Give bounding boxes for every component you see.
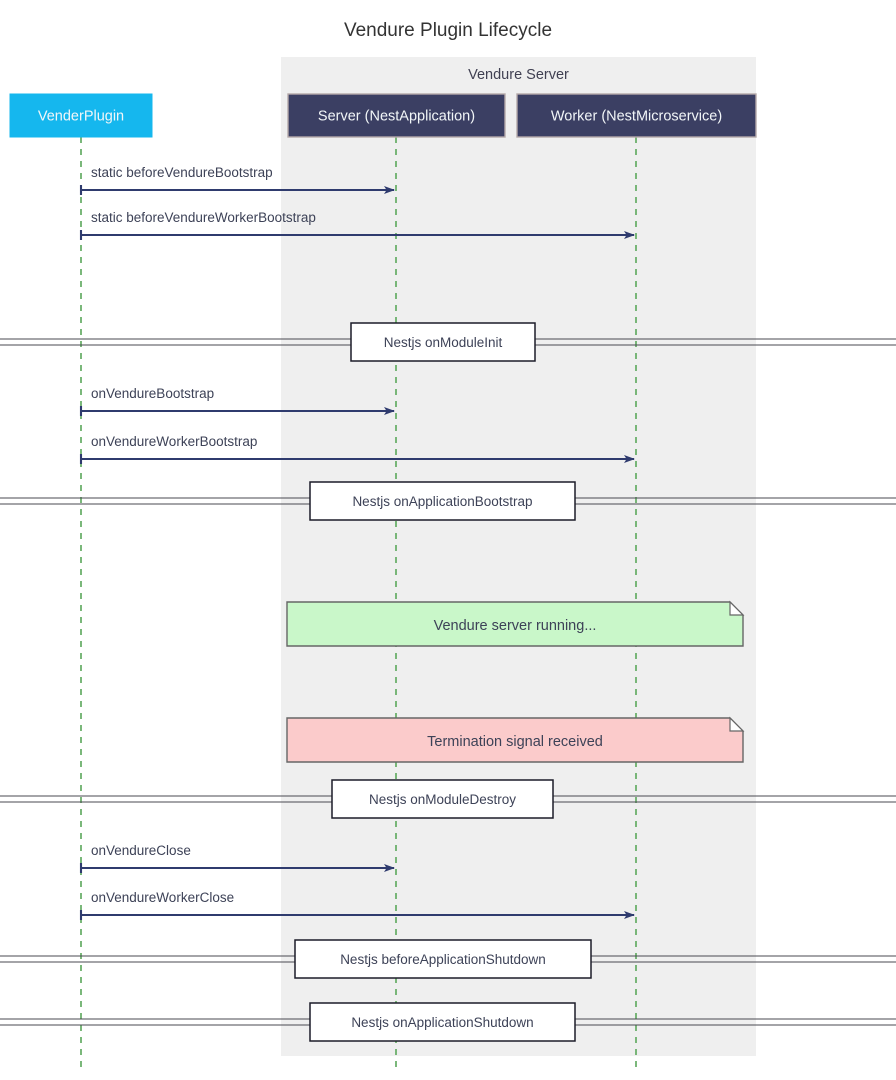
message-label: static beforeVendureBootstrap: [91, 165, 273, 180]
participant-label: VenderPlugin: [38, 109, 124, 125]
note-label: Termination signal received: [427, 734, 603, 750]
notes-layer: Vendure server running... Termination sig…: [286, 600, 745, 763]
participant-plugin[interactable]: VenderPlugin: [9, 93, 153, 138]
message-1: static beforeVendureWorkerBootstrap: [79, 210, 635, 240]
message-label: onVendureBootstrap: [91, 386, 214, 401]
note-body: [286, 601, 744, 647]
note-0: Vendure server running...: [286, 600, 745, 647]
note-label: Vendure server running...: [434, 618, 597, 634]
divider-box: [350, 322, 536, 362]
message-5: onVendureWorkerClose: [79, 890, 635, 920]
divider-label: Nestjs onModuleInit: [384, 335, 503, 350]
note-body: [286, 717, 744, 763]
note-fold-corner-icon: [729, 716, 745, 732]
divider-3: Nestjs beforeApplicationShutdown: [0, 939, 896, 979]
message-0: static beforeVendureBootstrap: [79, 165, 395, 195]
participant-worker[interactable]: Worker (NestMicroservice): [516, 93, 757, 138]
divider-2: Nestjs onModuleDestroy: [0, 779, 896, 819]
divider-1: Nestjs onApplicationBootstrap: [0, 481, 896, 521]
participant-box[interactable]: [516, 93, 757, 138]
divider-0: Nestjs onModuleInit: [0, 322, 896, 362]
group-vendure-server: Vendure Server: [281, 57, 756, 1056]
divider-box: [331, 779, 554, 819]
participant-box[interactable]: [287, 93, 506, 138]
divider-box: [294, 939, 592, 979]
participant-label: Server (NestApplication): [318, 109, 475, 125]
message-label: onVendureWorkerClose: [91, 890, 234, 905]
message-label: onVendureWorkerBootstrap: [91, 434, 257, 449]
participant-box[interactable]: [9, 93, 153, 138]
participant-server[interactable]: Server (NestApplication): [287, 93, 506, 138]
message-4: onVendureClose: [79, 843, 395, 873]
message-label: onVendureClose: [91, 843, 191, 858]
note-fold-corner-icon: [729, 600, 745, 616]
divider-label: Nestjs onApplicationBootstrap: [352, 494, 532, 509]
divider-label: Nestjs onApplicationShutdown: [351, 1015, 533, 1030]
message-2: onVendureBootstrap: [79, 386, 395, 416]
participants-layer: VenderPlugin Server (NestApplication) Work…: [9, 93, 757, 138]
messages-layer: static beforeVendureBootstrap static befo…: [79, 165, 635, 920]
page-title: Vendure Plugin Lifecycle: [344, 20, 552, 41]
note-1: Termination signal received: [286, 716, 745, 763]
divider-box: [309, 1002, 576, 1042]
divider-label: Nestjs onModuleDestroy: [369, 792, 516, 807]
divider-box: [309, 481, 576, 521]
message-label: static beforeVendureWorkerBootstrap: [91, 210, 316, 225]
divider-4: Nestjs onApplicationShutdown: [0, 1002, 896, 1042]
group-label: Vendure Server: [468, 67, 569, 83]
message-3: onVendureWorkerBootstrap: [79, 434, 635, 464]
group-band: [281, 57, 756, 1056]
participant-label: Worker (NestMicroservice): [551, 109, 722, 125]
divider-label: Nestjs beforeApplicationShutdown: [340, 952, 546, 967]
